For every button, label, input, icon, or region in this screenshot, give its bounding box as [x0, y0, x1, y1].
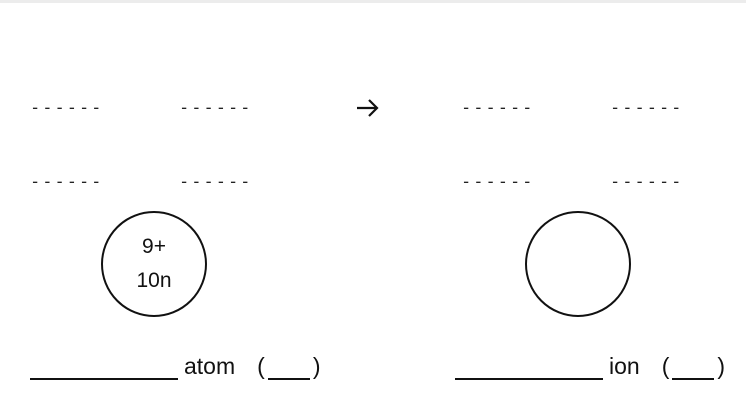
top-border	[0, 0, 746, 3]
symbol-blank[interactable]	[672, 354, 715, 380]
element-name-blank[interactable]	[455, 354, 603, 380]
shell-blank[interactable]: ------	[179, 98, 253, 118]
close-paren: )	[717, 353, 726, 379]
right-arrow-icon	[357, 99, 379, 117]
close-paren: )	[312, 353, 321, 379]
shell-blank[interactable]: ------	[179, 172, 253, 192]
shell-blank[interactable]: ------	[461, 98, 535, 118]
ion-label: ion	[609, 353, 640, 379]
atom-nucleus: 9+ 10n	[101, 211, 207, 317]
proton-count: 9+	[142, 235, 166, 258]
shell-blank[interactable]: ------	[30, 172, 104, 192]
atom-caption: atom ( )	[30, 350, 320, 380]
shell-blank[interactable]: ------	[610, 172, 684, 192]
element-name-blank[interactable]	[30, 354, 178, 380]
open-paren: (	[257, 353, 265, 379]
symbol-blank[interactable]	[267, 354, 310, 380]
open-paren: (	[661, 353, 670, 379]
neutron-count: 10n	[136, 269, 172, 292]
ion-nucleus[interactable]	[525, 211, 631, 317]
shell-blank[interactable]: ------	[30, 98, 104, 118]
shell-blank[interactable]: ------	[610, 98, 684, 118]
atom-label: atom	[184, 353, 236, 379]
shell-blank[interactable]: ------	[461, 172, 535, 192]
ion-caption: ion ( )	[455, 350, 725, 380]
